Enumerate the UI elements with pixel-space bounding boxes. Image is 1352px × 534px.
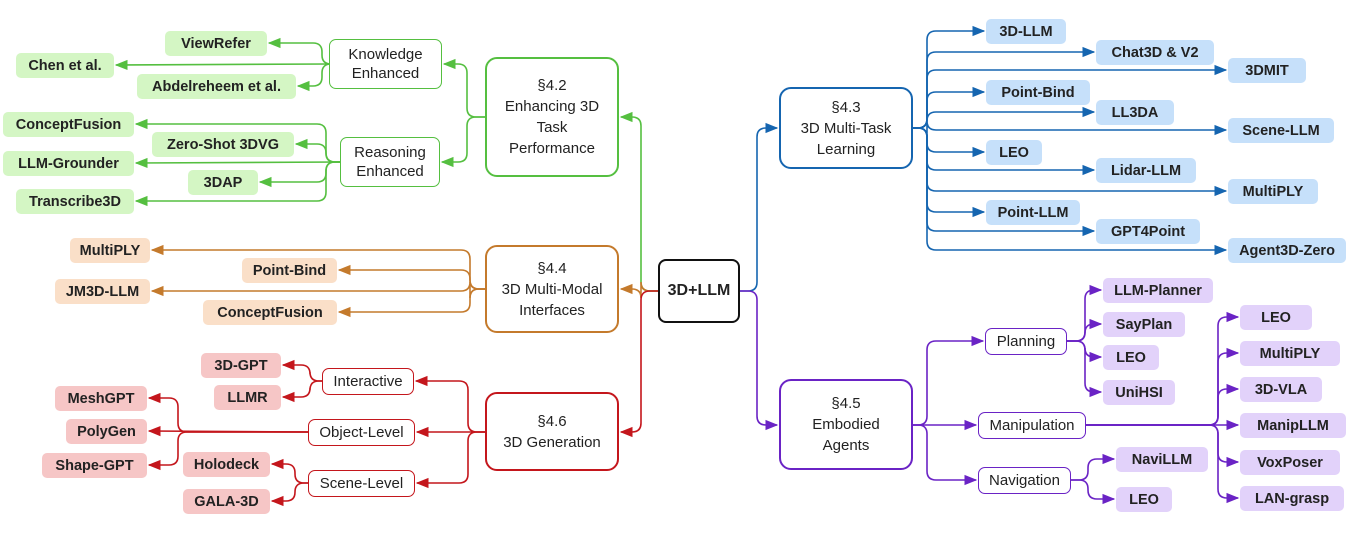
leaf-viewrefer: ViewRefer [165, 31, 267, 56]
leaf-scene-llm: Scene-LLM [1228, 118, 1334, 143]
leaf-point-llm: Point-LLM [986, 200, 1080, 225]
leaf-navillm: NaviLLM [1116, 447, 1208, 472]
leaf-llm-grounder: LLM-Grounder [3, 151, 134, 176]
leaf-meshgpt: MeshGPT [55, 386, 147, 411]
connector-line [270, 458, 308, 484]
connector-line [440, 116, 485, 168]
connector-line [1067, 318, 1103, 342]
connector-line [913, 120, 1228, 138]
connector-line [337, 288, 485, 318]
leaf-llm-planner: LLM-Planner [1103, 278, 1213, 303]
leaf-llmr: LLMR [214, 385, 281, 410]
connector-line [619, 111, 658, 292]
leaf-unihsi: UniHSI [1103, 380, 1175, 405]
connector-line [913, 106, 1096, 129]
leaf-leo: LEO [986, 140, 1042, 165]
leaf-gpt4point: GPT4Point [1096, 219, 1200, 244]
connector-line [913, 86, 986, 129]
connector-line [267, 37, 332, 65]
sub-object-level: Object-Level [308, 419, 415, 446]
connector-line [913, 127, 986, 158]
connector-line [1071, 479, 1116, 505]
leaf-abdelreheem-et-al: Abdelreheem et al. [137, 74, 296, 99]
leaf-agent3d-zero: Agent3D-Zero [1228, 238, 1346, 263]
leaf-shape-gpt: Shape-GPT [42, 453, 147, 478]
leaf-polygen: PolyGen [66, 419, 147, 444]
leaf-chen-et-al: Chen et al. [16, 53, 114, 78]
connector-line [414, 375, 485, 433]
leaf-point-bind: Point-Bind [242, 258, 337, 283]
leaf-conceptfusion-2: ConceptFusion [203, 300, 337, 325]
leaf-holodeck: Holodeck [183, 452, 270, 477]
leaf-leo-planning: LEO [1103, 345, 1159, 370]
leaf-zero-shot-3dvg: Zero-Shot 3DVG [152, 132, 294, 157]
sub-manipulation: Manipulation [978, 412, 1086, 439]
connector-line [134, 161, 340, 207]
leaf-chat3d-v2: Chat3D & V2 [1096, 40, 1214, 65]
connector-line [442, 58, 485, 118]
leaf-manipllm: ManipLLM [1240, 413, 1346, 438]
sub-navigation: Navigation [978, 467, 1071, 494]
leaf-point-bind-2: Point-Bind [986, 80, 1090, 105]
leaf-conceptfusion: ConceptFusion [3, 112, 134, 137]
connector-line [1071, 453, 1116, 481]
connector-line [294, 138, 340, 163]
leaf-multiply-3: MultiPLY [1240, 341, 1340, 366]
connector-line [150, 281, 485, 299]
leaf-leo-manipulation: LEO [1240, 305, 1312, 330]
root-node: 3D+LLM [658, 259, 740, 323]
sub-interactive: Interactive [322, 368, 414, 395]
leaf-3dap: 3DAP [188, 170, 258, 195]
leaf-multiply: MultiPLY [70, 238, 150, 263]
leaf-transcribe3d: Transcribe3D [16, 189, 134, 214]
leaf-gala-3d: GALA-3D [183, 489, 270, 514]
leaf-3d-llm: 3D-LLM [986, 19, 1066, 44]
connector-line [296, 63, 332, 92]
leaf-3dmit: 3DMIT [1228, 58, 1306, 83]
connector-line [740, 122, 779, 292]
leaf-multiply-2: MultiPLY [1228, 179, 1318, 204]
leaf-3d-vla: 3D-VLA [1240, 377, 1322, 402]
connector-line [337, 264, 485, 290]
sub-planning: Planning [985, 328, 1067, 355]
connector-line [619, 290, 658, 438]
leaf-lidar-llm: Lidar-LLM [1096, 158, 1196, 183]
connector-line [740, 290, 779, 431]
leaf-voxposer: VoxPoser [1240, 450, 1340, 475]
sub-scene-level: Scene-Level [308, 470, 415, 497]
leaf-sayplan: SayPlan [1103, 312, 1185, 337]
connector-line [913, 335, 985, 426]
connector-line [281, 380, 322, 403]
connector-line [147, 431, 308, 471]
leaf-jm3d-llm: JM3D-LLM [55, 279, 150, 304]
leaf-leo-navigation: LEO [1116, 487, 1172, 512]
connector-line [619, 281, 658, 299]
connector-line [1086, 424, 1240, 504]
connector-line [270, 482, 308, 507]
connector-line [913, 25, 986, 129]
connector-line [913, 424, 978, 486]
leaf-ll3da: LL3DA [1096, 100, 1174, 125]
connector-line [281, 359, 322, 382]
connector-line [134, 157, 341, 169]
connector-line [913, 127, 1228, 256]
connector-line [1067, 340, 1103, 398]
leaf-3d-gpt: 3D-GPT [201, 353, 281, 378]
connector-line [114, 59, 330, 71]
leaf-lan-grasp: LAN-grasp [1240, 486, 1344, 511]
connector-line [415, 431, 485, 489]
connector-line [1067, 284, 1103, 342]
